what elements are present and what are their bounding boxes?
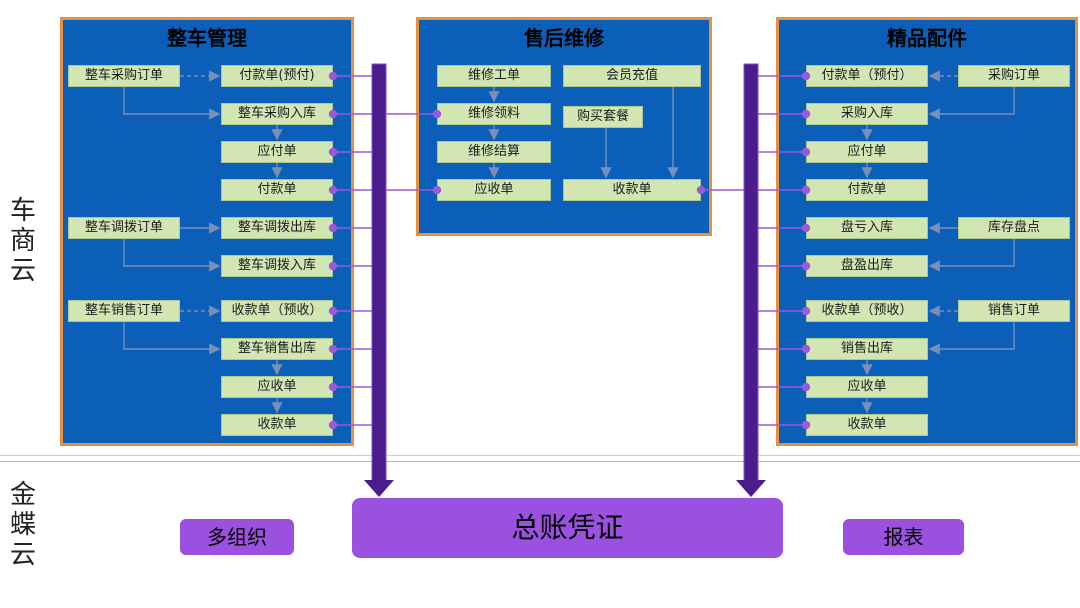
box-sales-out[interactable]: 销售出库 — [806, 338, 928, 360]
box-stock-count[interactable]: 库存盘点 — [958, 217, 1070, 239]
box-repair-material[interactable]: 维修领料 — [437, 103, 551, 125]
box-receivable[interactable]: 应收单 — [221, 376, 333, 398]
panel-title: 精品配件 — [887, 26, 967, 50]
panel-title: 售后维修 — [524, 26, 604, 50]
side-label-kingdee: 金蝶云 — [9, 480, 36, 570]
box-vehicle-purchase-order[interactable]: 整车采购订单 — [68, 65, 180, 87]
box-receipt[interactable]: 收款单 — [806, 414, 928, 436]
middle-internal-arrows — [488, 87, 679, 179]
box-receipt[interactable]: 收款单 — [563, 179, 701, 201]
box-vehicle-transfer-order[interactable]: 整车调拨订单 — [68, 217, 180, 239]
multi-org-button[interactable]: 多组织 — [180, 519, 294, 555]
separator-line-upper — [0, 455, 1080, 456]
box-vehicle-transfer-out[interactable]: 整车调拨出库 — [221, 217, 333, 239]
left-bus-connectors — [328, 71, 442, 430]
box-purchase-order[interactable]: 采购订单 — [958, 65, 1070, 87]
box-receivable[interactable]: 应收单 — [806, 376, 928, 398]
right-bus — [736, 63, 766, 497]
right-bus-connectors — [696, 71, 811, 430]
box-payable[interactable]: 应付单 — [806, 141, 928, 163]
box-buy-package[interactable]: 购买套餐 — [563, 106, 643, 128]
box-repair-settlement[interactable]: 维修结算 — [437, 141, 551, 163]
right-internal-arrows — [861, 70, 1015, 414]
general-ledger-voucher-banner[interactable]: 总账凭证 — [352, 498, 783, 558]
side-label-chesangyun: 车商云 — [9, 196, 36, 286]
left-bus — [364, 63, 394, 497]
panel-title: 整车管理 — [167, 26, 247, 50]
separator-line-lower — [0, 461, 1080, 462]
report-button[interactable]: 报表 — [843, 519, 964, 555]
box-vehicle-purchase-in[interactable]: 整车采购入库 — [221, 103, 333, 125]
box-payable[interactable]: 应付单 — [221, 141, 333, 163]
box-receivable[interactable]: 应收单 — [437, 179, 551, 201]
box-sales-order[interactable]: 销售订单 — [958, 300, 1070, 322]
box-payment-prepaid[interactable]: 付款单(预付) — [221, 65, 333, 87]
box-inventory-loss-in[interactable]: 盘亏入库 — [806, 217, 928, 239]
box-payment[interactable]: 付款单 — [806, 179, 928, 201]
box-purchase-in[interactable]: 采购入库 — [806, 103, 928, 125]
left-internal-arrows — [123, 70, 283, 414]
box-vehicle-sales-order[interactable]: 整车销售订单 — [68, 300, 180, 322]
box-repair-order[interactable]: 维修工单 — [437, 65, 551, 87]
box-vehicle-transfer-in[interactable]: 整车调拨入库 — [221, 255, 333, 277]
box-payment-prepaid[interactable]: 付款单（预付） — [806, 65, 928, 87]
box-member-recharge[interactable]: 会员充值 — [563, 65, 701, 87]
box-vehicle-sales-out[interactable]: 整车销售出库 — [221, 338, 333, 360]
box-inventory-gain-out[interactable]: 盘盈出库 — [806, 255, 928, 277]
